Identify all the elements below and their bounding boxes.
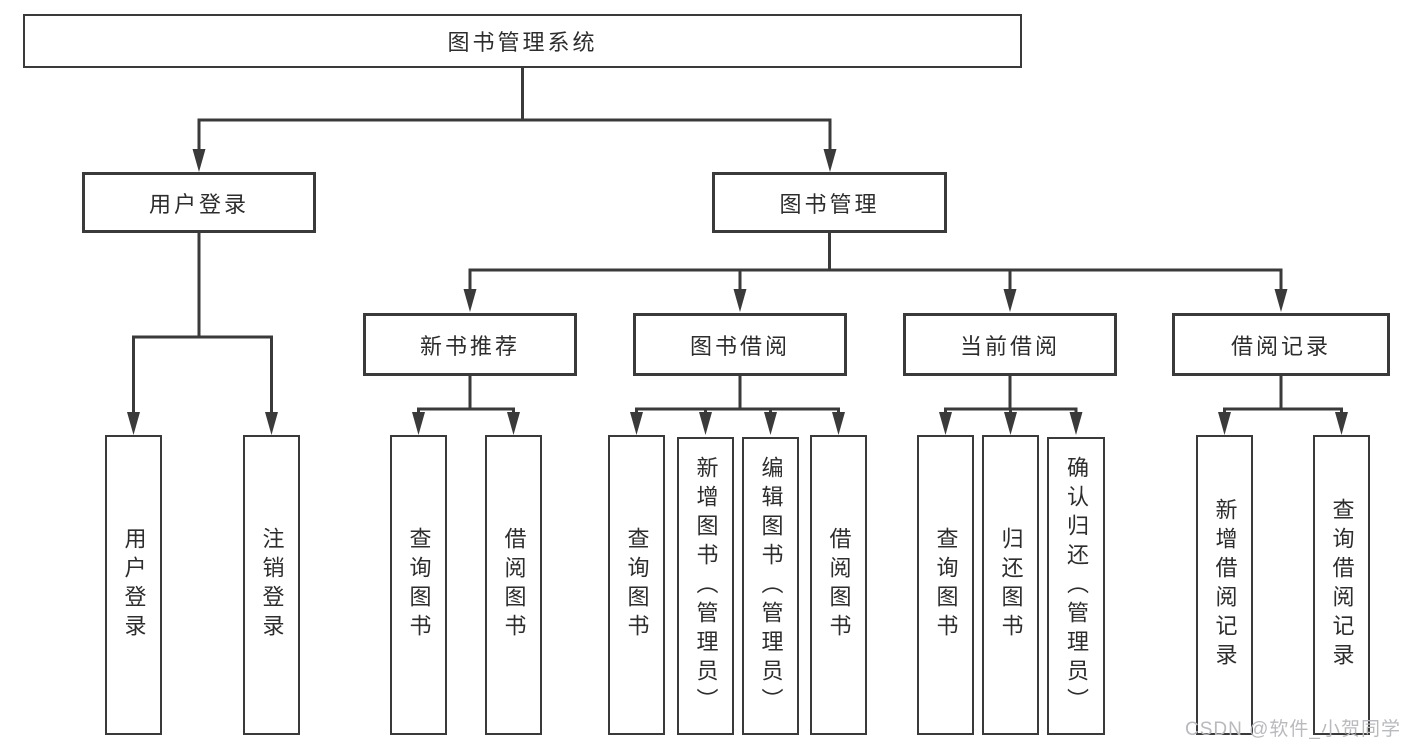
leaf-logout: 注销登录 [243, 435, 300, 735]
connector-borrow-records-to-leaves [1223, 376, 1343, 414]
leaf-query-books-recommend-label: 查询图书 [406, 527, 432, 643]
leaf-add-book-admin-label: 新增图书（管理员） [693, 455, 719, 717]
node-new-book-recommend-label: 新书推荐 [419, 333, 520, 359]
arrowhead [630, 412, 643, 435]
leaf-query-borrow-record-label: 查询借阅记录 [1329, 498, 1355, 672]
leaf-query-books-borrow-label: 查询图书 [624, 527, 650, 643]
watermark-text: CSDN @软件_小贺同学 [1185, 719, 1401, 740]
connector-root-to-level1 [197, 68, 832, 150]
arrowhead [507, 412, 520, 435]
node-root-label: 图书管理系统 [447, 30, 598, 55]
connector-new-book-to-leaves [417, 376, 515, 414]
node-book-borrow: 图书借阅 [633, 313, 847, 376]
node-current-borrow: 当前借阅 [903, 313, 1117, 376]
leaf-query-borrow-record: 查询借阅记录 [1313, 435, 1370, 735]
leaf-return-books-label: 归还图书 [998, 527, 1024, 643]
leaf-edit-book-admin: 编辑图书（管理员） [742, 437, 799, 735]
node-user-login-label: 用户登录 [148, 191, 249, 217]
arrowhead [832, 412, 845, 435]
arrowhead [1218, 412, 1231, 435]
node-borrow-records-label: 借阅记录 [1230, 333, 1331, 359]
node-root: 图书管理系统 [23, 14, 1022, 68]
connector-current-borrow-to-leaves [944, 376, 1078, 414]
node-current-borrow-label: 当前借阅 [959, 333, 1060, 359]
arrowhead [1335, 412, 1348, 435]
arrowhead [1274, 289, 1288, 312]
arrowhead [699, 412, 712, 435]
leaf-borrow-books-2-label: 借阅图书 [826, 527, 852, 643]
arrowhead [939, 412, 952, 435]
connector-user-login-to-leaves [132, 233, 273, 413]
leaf-user-login: 用户登录 [105, 435, 162, 735]
node-book-borrow-label: 图书借阅 [689, 333, 790, 359]
connector-book-management-to-level2 [468, 233, 1283, 290]
leaf-query-books-borrow: 查询图书 [608, 435, 665, 735]
node-book-management-label: 图书管理 [779, 191, 880, 217]
arrowhead [764, 412, 777, 435]
arrowhead [1003, 289, 1017, 312]
connector-book-borrow-to-leaves [635, 376, 840, 414]
leaf-return-books: 归还图书 [982, 435, 1039, 735]
arrowhead [1004, 412, 1017, 435]
leaf-query-books-recommend: 查询图书 [390, 435, 447, 735]
leaf-add-borrow-record: 新增借阅记录 [1196, 435, 1253, 735]
leaf-user-login-label: 用户登录 [121, 527, 147, 643]
arrowhead [463, 289, 477, 312]
leaf-borrow-books-recommend: 借阅图书 [485, 435, 542, 735]
arrowhead [127, 412, 140, 435]
leaf-borrow-books-2: 借阅图书 [810, 435, 867, 735]
arrowhead [1069, 412, 1083, 435]
leaf-query-books-current: 查询图书 [917, 435, 974, 735]
node-book-management: 图书管理 [712, 172, 947, 233]
leaf-confirm-return-admin: 确认归还（管理员） [1047, 437, 1105, 735]
leaf-add-book-admin: 新增图书（管理员） [677, 437, 734, 735]
arrowhead [823, 149, 837, 172]
arrowhead [265, 412, 278, 435]
arrowhead [412, 412, 425, 435]
leaf-query-books-current-label: 查询图书 [933, 527, 959, 643]
leaf-logout-label: 注销登录 [259, 527, 285, 643]
node-new-book-recommend: 新书推荐 [363, 313, 577, 376]
node-borrow-records: 借阅记录 [1172, 313, 1390, 376]
leaf-add-borrow-record-label: 新增借阅记录 [1212, 498, 1238, 672]
leaf-confirm-return-admin-label: 确认归还（管理员） [1064, 455, 1089, 717]
leaf-borrow-books-recommend-label: 借阅图书 [501, 527, 527, 643]
arrowhead [733, 289, 747, 312]
leaf-edit-book-admin-label: 编辑图书（管理员） [758, 455, 784, 717]
arrowhead [192, 149, 206, 172]
node-user-login: 用户登录 [82, 172, 316, 233]
